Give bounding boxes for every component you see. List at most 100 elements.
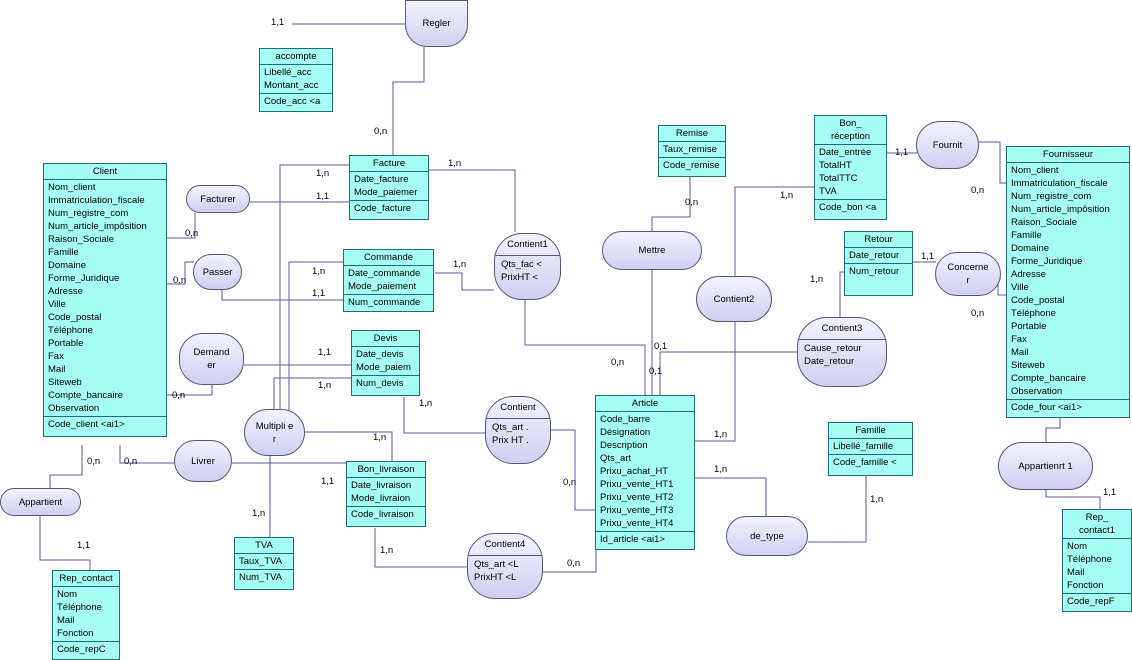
link-contient3-article (659, 351, 797, 395)
relation-title: Livrer (191, 455, 215, 467)
entity-attributes: Date_devis Mode_paiem (352, 347, 419, 375)
link-retour-contient3 (839, 271, 845, 317)
attribute: Prixu_vente_HT4 (600, 518, 674, 529)
attribute: Portable (48, 338, 84, 349)
cardinality-label: 1,1 (271, 17, 285, 28)
entity-remise[interactable]: Remise Taux_remise Code_remise (658, 125, 726, 177)
attribute: Siteweb (48, 377, 82, 388)
entity-famille[interactable]: Famille Libellé_famille Code_famille < (828, 422, 913, 476)
entity-title: Commande (344, 250, 433, 266)
relation-livrer[interactable]: Livrer (174, 440, 232, 482)
entity-key: Code_facture (350, 200, 428, 216)
entity-fournisseur[interactable]: Fournisseur Nom_client Immatriculation_f… (1006, 146, 1130, 418)
entity-key: Code_four <ai1> (1007, 399, 1129, 415)
cardinality-label: 1,1 (77, 540, 91, 551)
cardinality-label: 1,n (810, 274, 824, 285)
entity-rep-contact[interactable]: Rep_contact Nom Téléphone Mail Fonction … (52, 570, 120, 660)
relation-contient[interactable]: Contient Qts_art . Prix HT . (485, 396, 551, 464)
relation-regler[interactable]: Regler (405, 0, 468, 47)
relation-title: Regler (422, 18, 451, 29)
relation-demander[interactable]: Demand er (179, 333, 244, 385)
entity-article[interactable]: Article Code_barre Désignation Descripti… (595, 395, 695, 550)
relation-contient3[interactable]: Contient3 Cause_retour Date_retour (797, 317, 887, 387)
attribute: Montant_acc (264, 80, 319, 91)
entity-retour[interactable]: Retour Date_retour Num_retour (844, 231, 913, 296)
entity-key: Num_TVA (235, 569, 293, 585)
link-client-passer (166, 261, 194, 285)
attribute: Code_postal (48, 312, 102, 323)
attribute: Num_article_impôsition (48, 221, 147, 232)
relation-concerner[interactable]: Concerne r (935, 252, 1001, 296)
entity-devis[interactable]: Devis Date_devis Mode_paiem Num_devis (351, 330, 420, 396)
entity-attributes: Libellé_acc Montant_acc (260, 65, 332, 93)
attribute: TVA (819, 186, 837, 197)
link-concerner-fournisseur (997, 282, 1007, 296)
link-remise-mettre (651, 177, 691, 232)
link-multiplier-facture (279, 164, 350, 410)
attribute: Date_commande (348, 268, 421, 279)
entity-title: Retour (845, 232, 912, 248)
link-commande-contient1 (435, 272, 494, 291)
relation-multiplier[interactable]: Multipli er (244, 409, 305, 456)
entity-attributes: Libellé_famille (829, 439, 912, 454)
link-contient1-article (524, 300, 646, 395)
entity-key: Num_commande (344, 294, 433, 310)
entity-bon-reception[interactable]: Bon_ réception Date_entrée TotalHT Total… (814, 115, 887, 220)
attribute: Fax (1011, 334, 1027, 345)
relation-passer[interactable]: Passer (193, 254, 242, 290)
attribute: Mode_paiemer (354, 187, 418, 198)
entity-key: Code_repC (53, 641, 119, 657)
relation-appartient1[interactable]: Appartienrt 1 (998, 442, 1093, 490)
relation-contient1[interactable]: Contient1 Qts_fac < PrixHT < (494, 233, 561, 300)
cardinality-label: 0,n (971, 185, 985, 196)
cardinality-label: 1,1 (312, 288, 326, 299)
entity-title: Fournisseur (1007, 147, 1129, 163)
attribute: Qts_art <L (474, 559, 519, 570)
entity-tva[interactable]: TVA Taux_TVA Num_TVA (234, 537, 294, 590)
relation-mettre[interactable]: Mettre (602, 231, 702, 270)
link-devis-contient (403, 397, 485, 434)
relation-title: Mettre (638, 245, 666, 256)
relation-title: Appartienrt 1 (1018, 460, 1073, 472)
attribute: Cause_retour (804, 343, 862, 354)
entity-commande[interactable]: Commande Date_commande Mode_paiement Num… (343, 249, 434, 312)
attribute: Fonction (1067, 580, 1104, 591)
cardinality-label: 1,n (252, 508, 266, 519)
link-bonreception-contient2 (734, 186, 815, 276)
entity-title: accompte (260, 49, 332, 65)
relation-title: Contient1 (507, 239, 548, 250)
cardinality-label: 1,n (714, 464, 728, 475)
cardinality-label: 1,n (380, 545, 394, 556)
entity-attributes: Date_commande Mode_paiement (344, 266, 433, 294)
attribute: Forme_Juridique (1011, 256, 1083, 267)
relation-contient4[interactable]: Contient4 Qts_art <L PrixHT <L (467, 533, 543, 599)
entity-accompte[interactable]: accompte Libellé_acc Montant_acc Code_ac… (259, 48, 333, 112)
entity-facture[interactable]: Facture Date_facture Mode_paiemer Code_f… (349, 155, 429, 220)
attribute: Adresse (1011, 269, 1046, 280)
cardinality-label: 0,n (567, 558, 581, 569)
entity-title: Rep_contact (53, 571, 119, 587)
attribute: PrixHT <L (474, 572, 517, 583)
cardinality-label: 1,n (453, 259, 467, 270)
link-multiplier-devis (273, 377, 352, 410)
entity-client[interactable]: Client Nom_client Immatriculation_fiscal… (43, 163, 167, 437)
relation-fournit[interactable]: Fournit (916, 121, 979, 169)
relation-appartient[interactable]: Appartient (0, 488, 81, 516)
attribute: Mode_livraion (351, 493, 411, 504)
cardinality-label: 1,n (714, 429, 728, 440)
entity-bon-livraison[interactable]: Bon_livraison Date_livraison Mode_livrai… (346, 461, 426, 527)
relation-facturer[interactable]: Facturer (186, 185, 250, 213)
attribute: Nom_client (48, 182, 96, 193)
attribute: Nom (57, 589, 78, 600)
entity-attributes: Nom_client Immatriculation_fiscale Num_r… (44, 180, 166, 416)
attribute: Compte_bancaire (1011, 373, 1086, 384)
entity-rep-contact1[interactable]: Rep_ contact1 Nom Téléphone Mail Fonctio… (1062, 509, 1132, 612)
relation-contient2[interactable]: Contient2 (696, 276, 772, 322)
relation-de-type[interactable]: de_type (726, 516, 808, 556)
cardinality-label: 0,n (563, 477, 577, 488)
relation-title: Contient (500, 402, 536, 413)
link-client-livrer (119, 445, 175, 464)
attribute: Date_retour (804, 356, 855, 367)
cardinality-label: 0,n (611, 357, 625, 368)
